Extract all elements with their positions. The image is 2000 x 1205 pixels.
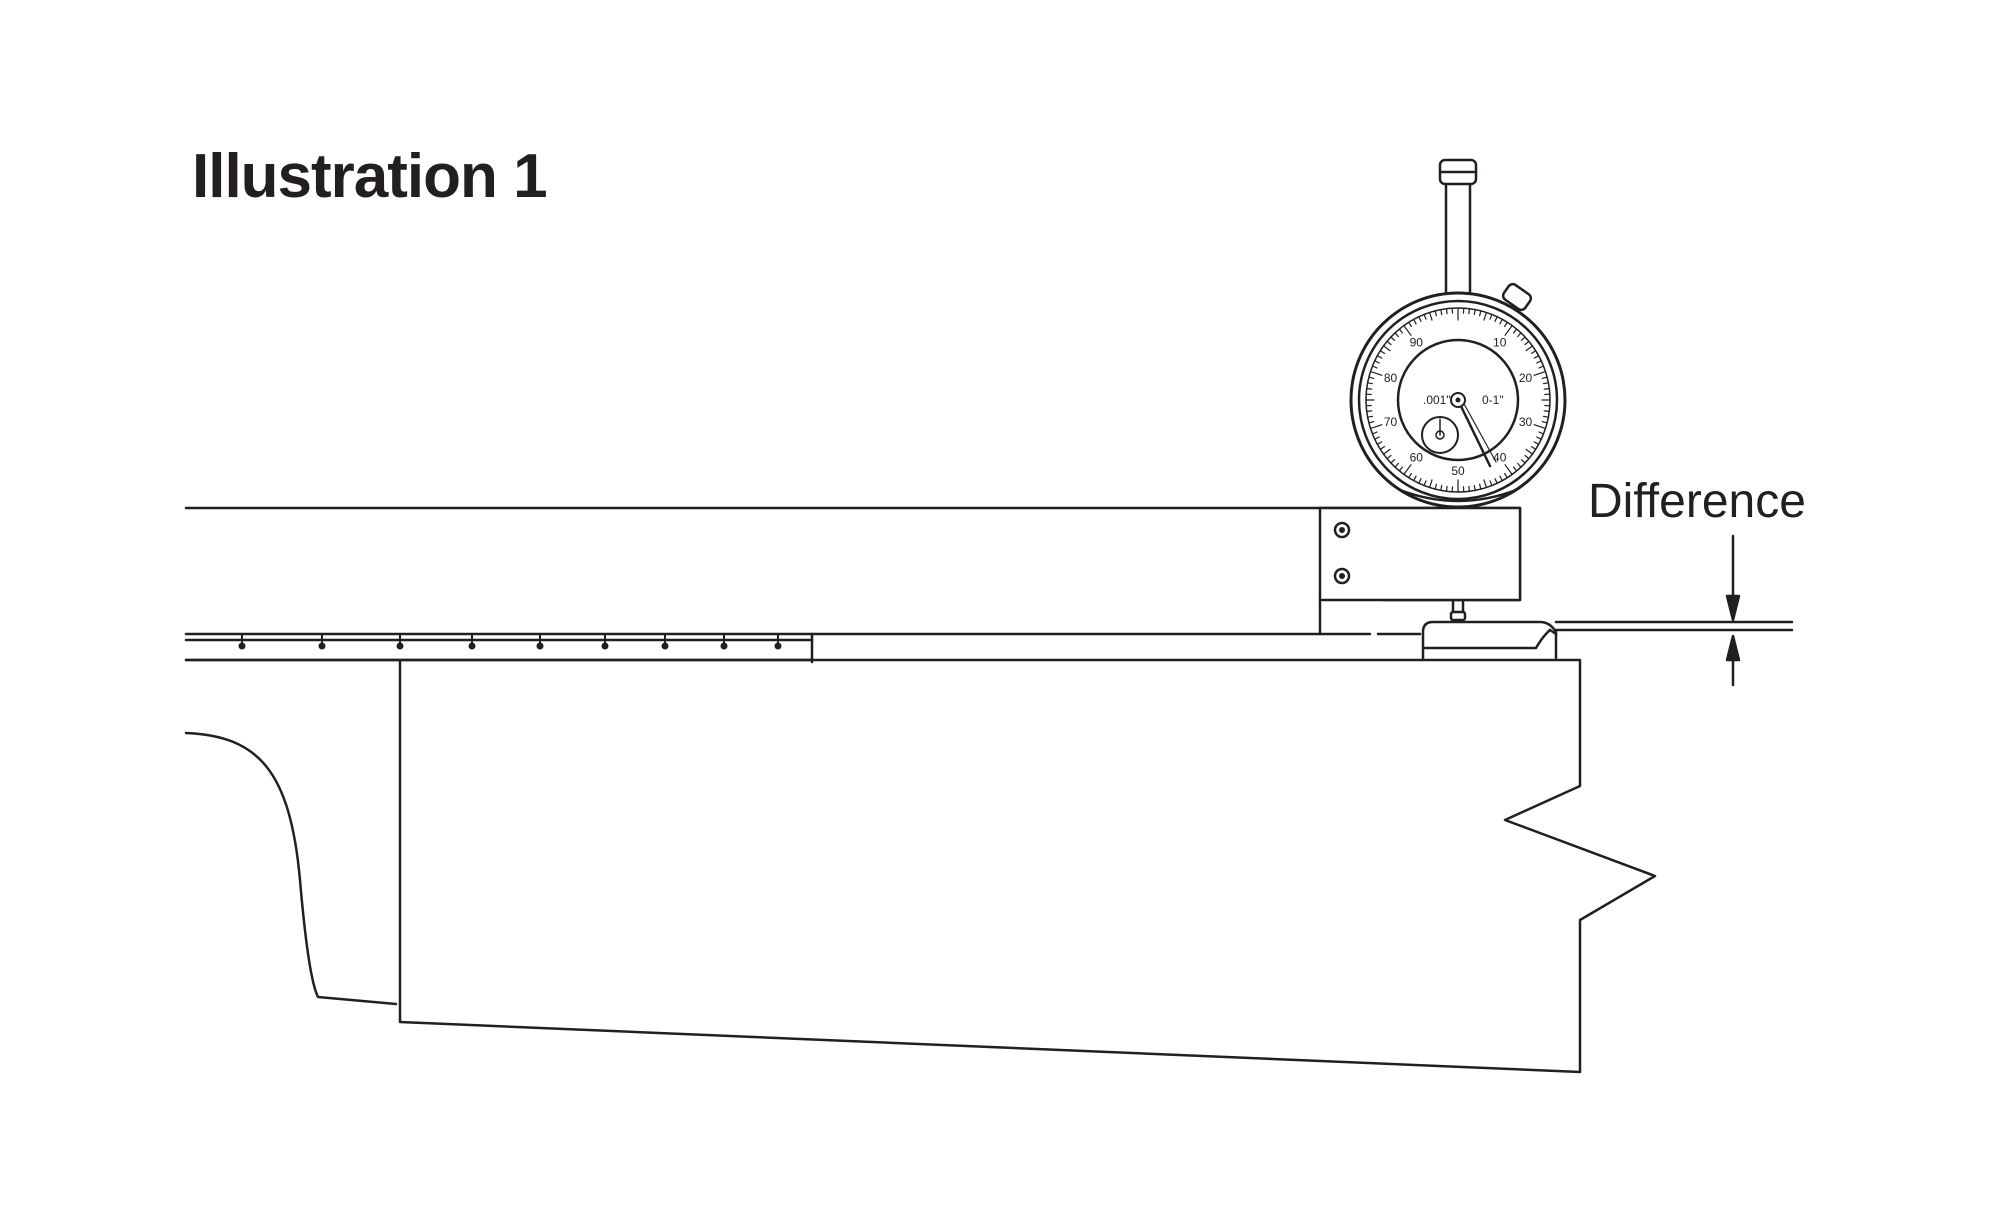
base-block <box>186 660 1655 1072</box>
dial-number: 70 <box>1384 415 1398 429</box>
difference-dimension-arrows <box>1727 536 1739 685</box>
dial-range-label: 0-1" <box>1482 393 1504 407</box>
dial-tick <box>1544 411 1549 412</box>
indicator-plunger <box>1451 600 1465 620</box>
dial-number: 40 <box>1493 450 1507 464</box>
difference-label: Difference <box>1588 478 1806 526</box>
dial-tick <box>1447 309 1448 314</box>
dial-indicator: 10 20 30 40 50 60 70 80 90 .001" 0-1" <box>1351 160 1565 507</box>
dial-number: 20 <box>1519 371 1533 385</box>
reference-surface <box>1556 622 1792 630</box>
dial-number: 10 <box>1493 336 1507 350</box>
dial-number: 60 <box>1410 450 1424 464</box>
gauge-block <box>1423 622 1556 658</box>
dial-tick <box>1544 389 1549 390</box>
rail-strip <box>186 634 1420 662</box>
dial-tick <box>1469 309 1470 314</box>
dial-number: 30 <box>1519 415 1533 429</box>
dial-number: 50 <box>1451 464 1465 478</box>
dial-number: 80 <box>1384 371 1398 385</box>
dial-tick <box>1367 411 1372 412</box>
illustration-title: Illustration 1 <box>192 146 547 208</box>
curved-support <box>186 733 396 1004</box>
dial-tick <box>1469 486 1470 491</box>
dial-resolution-label: .001" <box>1423 393 1451 407</box>
dial-tick <box>1367 389 1372 390</box>
dial-tick <box>1447 486 1448 491</box>
gauge-clamp-block <box>1320 508 1520 600</box>
dial-number: 90 <box>1410 336 1424 350</box>
